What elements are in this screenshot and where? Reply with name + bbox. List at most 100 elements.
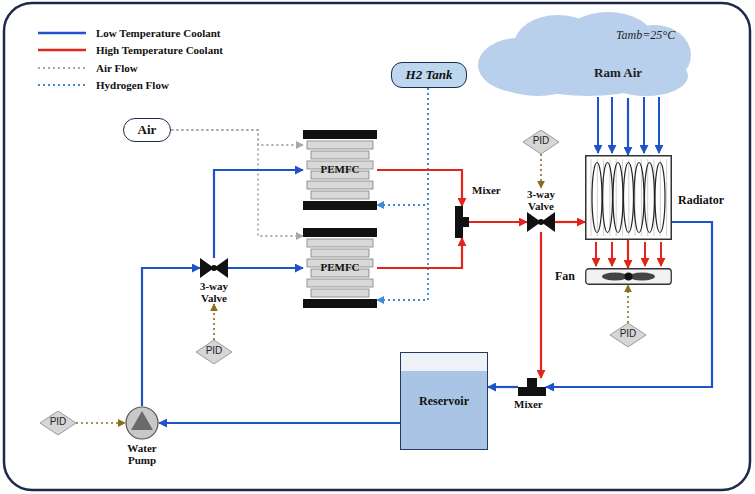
legend-line [38, 67, 86, 69]
cell-plate [307, 239, 373, 247]
symbol-drawing [455, 206, 469, 238]
radiator-fin [616, 159, 617, 236]
controller-diamond: PID [610, 323, 646, 347]
flow-connector [627, 98, 629, 155]
flow-connector [171, 130, 303, 236]
radiator-fin [666, 159, 667, 236]
coil-loop [645, 163, 655, 233]
end-plate [303, 201, 377, 210]
diamond-outline [196, 340, 232, 364]
node-label: Radiator [678, 193, 724, 208]
cell-plate [307, 279, 373, 287]
pump-circle [125, 406, 159, 440]
symbol-drawing [478, 10, 693, 98]
legend-row: High Temperature Coolant [38, 42, 223, 60]
legend-text: Low Temperature Coolant [96, 27, 220, 39]
mixer-port [463, 217, 469, 227]
radiator-box: Radiator [585, 155, 672, 240]
flow-connector [377, 238, 462, 268]
flow-connector [76, 422, 125, 424]
mixer-bar [518, 387, 546, 396]
flow-connector [627, 240, 629, 268]
node-label: Fan [555, 269, 575, 284]
fan-blade [602, 273, 628, 281]
edge-group [76, 88, 712, 423]
node-label: Water Pump [120, 442, 164, 466]
valve-bowtie [527, 212, 555, 232]
radiator-fin [591, 159, 592, 236]
legend-sample [38, 63, 86, 73]
radiator-fin [660, 159, 661, 236]
fan-symbol: Fan [585, 268, 672, 285]
end-plate [303, 299, 377, 308]
mixer-port [527, 378, 537, 387]
coil-loop [634, 163, 644, 233]
valve-hub [211, 265, 217, 271]
air-arrow [658, 97, 660, 153]
valve-symbol: 3-way Valve [527, 188, 555, 232]
legend-sample [38, 45, 86, 55]
flow-connector [214, 170, 303, 258]
flow-connector [159, 422, 400, 424]
air-arrow [644, 242, 646, 266]
flow-connector [627, 285, 629, 323]
controller-diamond: PID [196, 340, 232, 364]
flow-connector [488, 386, 518, 388]
coil-loop [592, 163, 602, 233]
cell-plate [307, 141, 373, 149]
flow-connector [142, 268, 200, 406]
legend-line [38, 49, 86, 52]
radiator-fin [647, 159, 648, 236]
fuel-cell-stack: PEMFC [303, 228, 377, 308]
node-label: H2 Tank [406, 67, 453, 83]
inlet-box: Air [123, 118, 172, 142]
controller-diamond: PID [523, 130, 559, 154]
air-arrow [611, 97, 613, 153]
node-label: PID [610, 328, 646, 339]
fuel-cell-stack: PEMFC [303, 130, 377, 210]
fan-hub [625, 273, 633, 281]
flow-connector [540, 154, 542, 188]
symbol-drawing [585, 268, 672, 285]
node-label: 3-way Valve [192, 280, 236, 304]
legend-text: Air Flow [96, 62, 138, 74]
flow-connector [377, 170, 462, 206]
valve-bowtie [200, 258, 228, 278]
radiator-fin [597, 159, 598, 236]
legend-text: Hydrogen Flow [96, 79, 169, 91]
diamond-outline [40, 411, 76, 435]
fan-blade [629, 273, 655, 281]
flow-connector [228, 267, 303, 269]
fan-frame [586, 269, 672, 285]
cell-plate [311, 151, 369, 159]
node-note: Ram Air [594, 65, 642, 81]
legend-row: Low Temperature Coolant [38, 24, 223, 42]
cell-plate [311, 249, 369, 257]
legend-line [38, 84, 86, 86]
flow-connector [469, 221, 527, 223]
air-arrow [597, 97, 599, 153]
flow-connector [555, 221, 585, 223]
coil-loop [613, 163, 623, 233]
legend-text: High Temperature Coolant [96, 44, 223, 56]
mixer-symbol: Mixer [518, 378, 546, 396]
legend: Low Temperature CoolantHigh Temperature … [38, 24, 223, 94]
mixer-symbol: Mixer [455, 206, 469, 238]
end-plate [303, 130, 377, 139]
tank-box: H2 Tank [391, 62, 468, 88]
reservoir-tank: Reservoir [400, 352, 488, 450]
radiator-frame [586, 156, 672, 240]
node-label: Mixer [472, 184, 501, 196]
cell-plate [307, 181, 373, 189]
pump-impeller [131, 411, 153, 430]
air-arrow [595, 242, 597, 266]
pump-symbol: Water Pump [125, 406, 159, 466]
diamond-outline [610, 323, 646, 347]
flow-connector [377, 88, 428, 205]
cell-plate [311, 289, 369, 297]
end-plate [303, 228, 377, 237]
coil-loop [624, 163, 634, 233]
flow-connector [213, 304, 215, 340]
ram-air-cloud: Tamb=25°CRam Air [478, 10, 693, 98]
air-arrow [660, 242, 662, 266]
